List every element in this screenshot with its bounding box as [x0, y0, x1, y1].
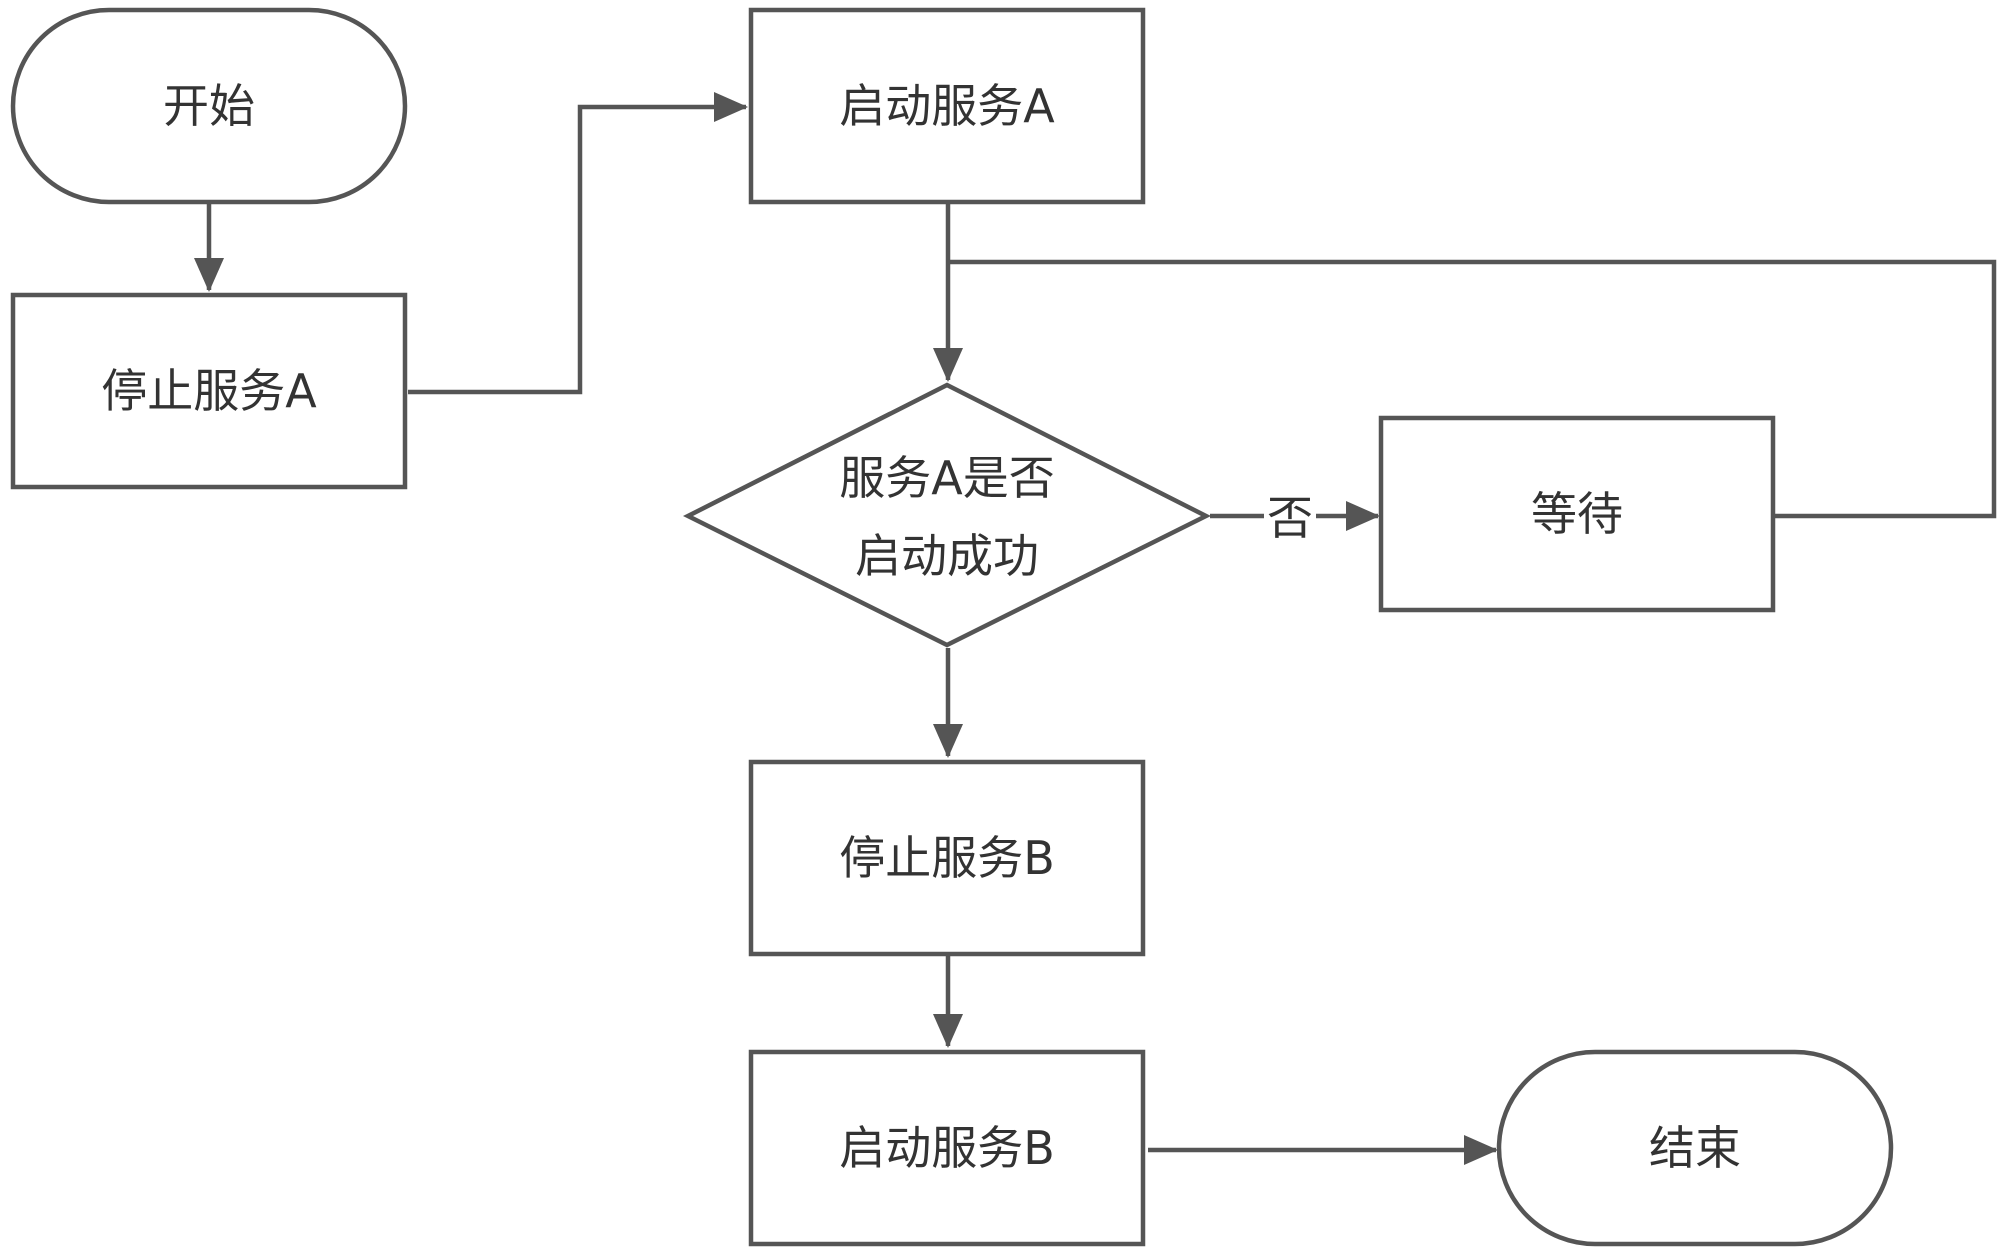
node-start-a: 启动服务A	[748, 7, 1146, 205]
process-shape	[1378, 415, 1776, 613]
edge-label-no: 否	[1267, 491, 1313, 545]
node-start-b: 启动服务B	[748, 1049, 1146, 1247]
node-label: 启动服务A	[839, 79, 1055, 133]
process-shape	[748, 7, 1146, 205]
edge-wait-to-check	[948, 259, 1997, 519]
node-wait: 等待	[1378, 415, 1776, 613]
node-end: 结束	[1496, 1049, 1894, 1247]
node-label: 等待	[1531, 487, 1623, 541]
node-label-line-1: 服务A是否	[839, 451, 1054, 505]
node-check: 服务A是否 启动成功	[682, 382, 1212, 648]
node-label: 开始	[163, 79, 255, 133]
edge-label-bg	[1264, 490, 1316, 542]
edge-stop-a-to-start-a	[408, 92, 748, 395]
decision-shape	[682, 382, 1212, 648]
node-label: 停止服务B	[839, 831, 1055, 885]
process-shape	[10, 292, 408, 490]
node-label: 启动服务B	[839, 1121, 1055, 1175]
node-start: 开始	[10, 7, 408, 205]
node-label-line-2: 启动成功	[855, 529, 1039, 583]
process-shape	[748, 1049, 1146, 1247]
node-label: 停止服务A	[101, 364, 317, 418]
terminal-shape	[10, 7, 408, 205]
node-stop-b: 停止服务B	[748, 759, 1146, 957]
process-shape	[748, 759, 1146, 957]
nodes: 开始 停止服务A 启动服务A 服务A是否 启动成功 等待 停止服务B	[10, 7, 1894, 1247]
edges: 否	[194, 92, 1997, 1165]
node-label: 结束	[1649, 1121, 1741, 1175]
terminal-shape	[1496, 1049, 1894, 1247]
node-stop-a: 停止服务A	[10, 292, 408, 490]
